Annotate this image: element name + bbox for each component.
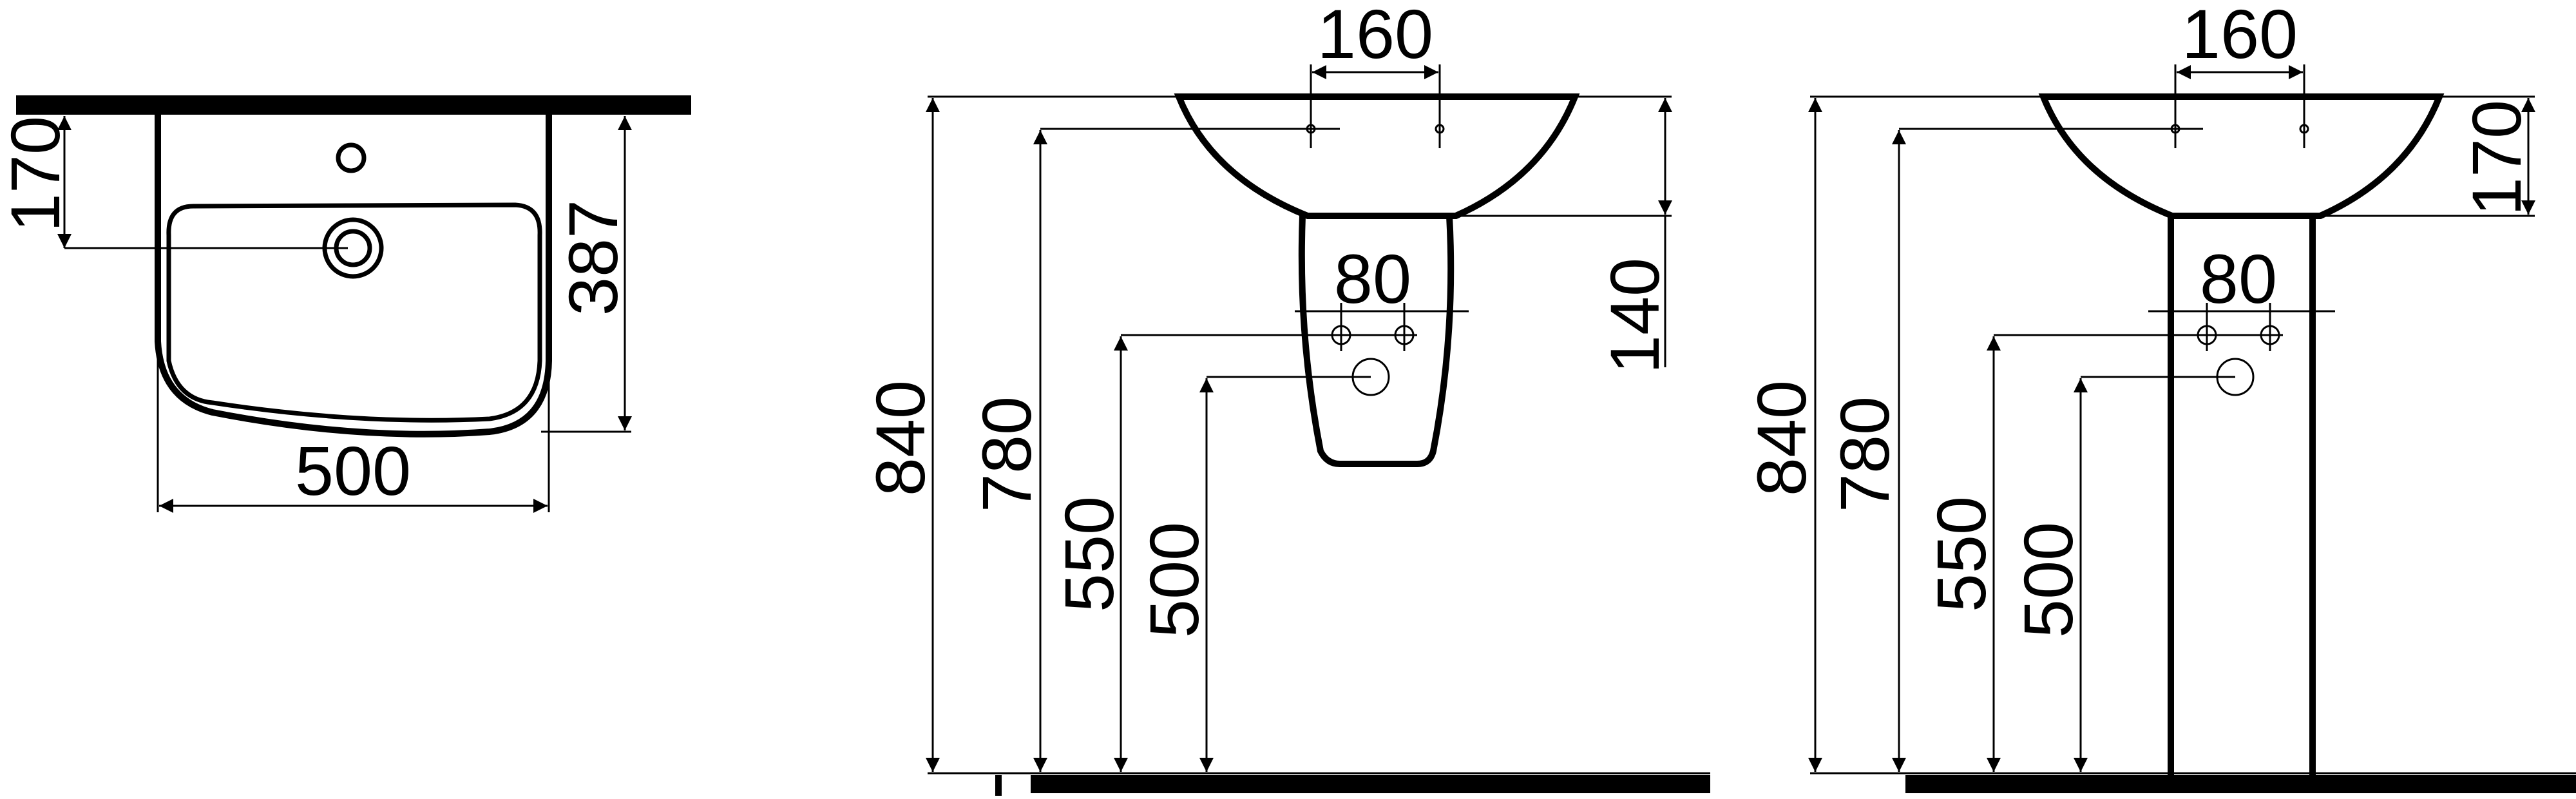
fp-tap-mark-right (2299, 124, 2309, 134)
fp-dim-550-text: 550 (1922, 496, 2000, 612)
top-dim-387-text: 387 (554, 200, 632, 316)
floor-full-pedestal (1905, 775, 2576, 793)
fp-dim-840-text: 840 (1742, 380, 1820, 496)
fp-dim-170-text: 170 (2457, 100, 2535, 216)
floor-half-pedestal (1031, 775, 1710, 793)
hp-tap-mark-right (1435, 124, 1445, 134)
hp-dim-840-text: 840 (861, 380, 939, 496)
hp-dim-500-text: 500 (1135, 522, 1213, 638)
hp-dim-550-text: 550 (1050, 496, 1128, 612)
top-dim-500-text: 500 (295, 432, 411, 510)
fp-full-pedestal (2168, 216, 2316, 775)
fp-dim-780-text: 780 (1826, 396, 1903, 512)
hp-dim-140-text: 140 (1596, 258, 1674, 374)
basin-bowl-outline (166, 202, 542, 423)
tap-hole (336, 142, 367, 173)
top-view: 170 387 500 (0, 95, 691, 513)
fp-dim-80-text: 80 (2200, 240, 2277, 318)
fp-dim-160-text: 160 (2182, 0, 2298, 73)
half-pedestal-view: 160 80 840 780 550 500 140 (861, 0, 1710, 796)
fp-dim-500-text: 500 (2009, 522, 2087, 638)
top-dim-170-text: 170 (0, 116, 74, 232)
hp-semi-pedestal (1298, 215, 1455, 467)
hp-dim-780-text: 780 (968, 396, 1045, 512)
hp-dim-160-text: 160 (1317, 0, 1433, 73)
hp-dim-80-text: 80 (1334, 240, 1411, 318)
full-pedestal-view: 160 80 840 780 550 500 170 (1742, 0, 2576, 793)
top-view-wall-slab (16, 95, 691, 115)
basin-outline (155, 115, 552, 438)
hp-basin-outline (1174, 93, 1580, 219)
floor-left-small (995, 775, 1002, 796)
fp-basin-outline (2038, 93, 2445, 219)
